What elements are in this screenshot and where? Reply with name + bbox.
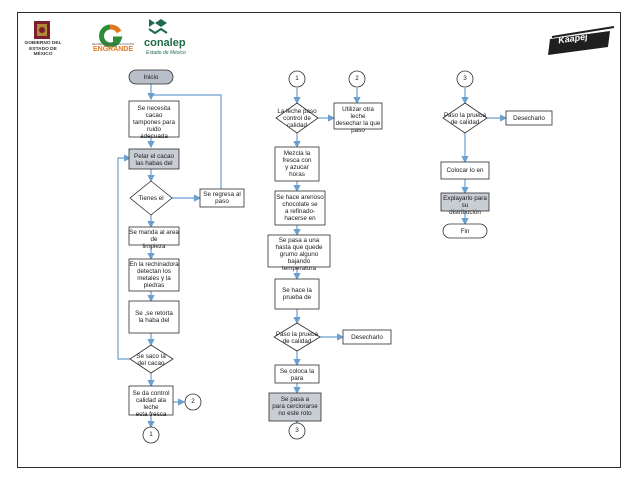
flow2-step-2-label: Se hace arenoso chocolate se a refinado-… (276, 194, 324, 222)
diagram-frame: GOBIERNO DEL ESTADO DE MÉXICO SECRETARÍA… (17, 12, 621, 468)
flow1-step-3 (128, 226, 180, 246)
flow2-decision-1 (275, 102, 319, 134)
flow2-step-6-label: Se pasa a para cerciorarse no este roto (272, 396, 318, 417)
flow2-decision-2 (273, 322, 321, 352)
flow3-connector-3 (456, 70, 474, 88)
conalep-subtitle: Estado de México (146, 50, 186, 56)
engrande-logo (99, 24, 123, 48)
flow2-step-1-label: Mezcla la fresca con y azucar horas (282, 150, 312, 178)
engrande-tagline: SECRETARÍA DE EDUCACIÓN (91, 42, 135, 46)
flow1-connector-2-label: 2 (191, 398, 195, 405)
flow2-decision-1-label: La leche paso control de calidad (277, 108, 317, 129)
flow1-side-step (199, 188, 245, 208)
flow2-step-2 (274, 190, 326, 226)
flow3-end-label: Fin (460, 228, 470, 235)
flow3-decision-1 (442, 102, 488, 134)
engrande-wordmark: ENGRANDE (92, 46, 134, 53)
conalep-wordmark: conalep (144, 37, 186, 49)
flow1-step-5 (128, 300, 180, 334)
flow1-shapes (128, 69, 245, 444)
flow2-side-step-2 (342, 329, 392, 345)
flow2-step-5-label: Se coloca la para (279, 368, 315, 382)
flow3-decision-1-label: Paso la prueba de calidad (443, 112, 487, 126)
flow2-step-4-label: Se hace la prueba de (282, 287, 312, 301)
flow1-step-6-label: Se da control calidad ala leche esta fre… (132, 390, 170, 418)
flow2-shapes (267, 70, 392, 440)
flow2-step-4 (274, 278, 320, 310)
flow1-step-5-label: Se ,se retorta la haba del (135, 310, 173, 324)
conalep-logo (148, 19, 168, 35)
flow1-start-label: Inicio (143, 74, 159, 81)
flow2-step-5 (274, 364, 320, 384)
flow1-step-2-label: Pelar el cacao las habas del (134, 153, 174, 167)
flow2-connector-2-label: 2 (355, 75, 359, 82)
flow1-start-terminal (128, 69, 174, 85)
flow1-step-4-label: En la rechinadora detectan los metales y… (129, 261, 179, 289)
flow1-connectors (117, 84, 222, 429)
flow1-step-3-label: Se manda al area de limpieza (129, 229, 179, 250)
flow2-connector-3 (288, 422, 306, 440)
flow3-step-2-label: Explayarlo para su distribución (443, 195, 487, 216)
flow1-step-6 (128, 385, 174, 416)
gobierno-logo-text: GOBIERNO DEL ESTADO DE MÉXICO (24, 41, 62, 57)
flow2-step-1 (274, 146, 320, 182)
flow1-step-1-label: Se necesita cacao tampones para ruido ad… (132, 105, 175, 140)
flow3-end-terminal (442, 223, 488, 239)
flow2-step-3-label: Se pasa a una hasta que quede grumo algu… (275, 237, 323, 272)
flow1-decision-1 (129, 180, 173, 216)
flow1-step-2 (128, 148, 180, 170)
flow2-decision-2-label: Paso la prueba de calidad (275, 331, 319, 345)
flow2-side-step-1 (333, 102, 383, 130)
flow3-shapes (440, 70, 553, 239)
flow1-connector-2 (184, 393, 202, 411)
flow2-step-3 (267, 234, 331, 268)
flow1-step-1 (128, 100, 180, 138)
flow1-side-step-label: Se regresa al paso (203, 191, 241, 205)
kaapoj-logo (548, 26, 615, 55)
flow1-connector-1 (142, 426, 160, 444)
flow3-connector-3-label: 3 (463, 75, 467, 82)
flow1-decision-2 (129, 344, 174, 374)
flow2-side-step-2-label: Desecharlo (351, 334, 383, 341)
flow1-decision-1-label: Tienes el (138, 195, 164, 202)
gobierno-logo (34, 21, 50, 39)
flow2-side-step-1-label: Utilizar otra leche desechar la que paso (335, 106, 381, 134)
flow2-step-6 (268, 392, 322, 422)
flow3-step-1 (440, 161, 490, 180)
flowchart-canvas (34, 19, 615, 444)
flow3-step-1-label: Colocar lo en (446, 167, 484, 174)
flow1-decision-2-label: Se saco la del cacao (136, 353, 166, 367)
flow2-connector-1 (288, 70, 306, 88)
flow3-step-2 (440, 192, 490, 212)
flow2-connector-1-label: 1 (295, 75, 299, 82)
flow3-side-step (505, 110, 553, 126)
flow3-side-step-label: Desecharlo (513, 115, 545, 122)
flow2-connector-2 (348, 70, 366, 88)
flow1-connector-1-label: 1 (149, 431, 153, 438)
flow1-step-4 (128, 258, 180, 292)
flow2-connector-3-label: 3 (295, 427, 299, 434)
flow3-connectors (461, 88, 508, 226)
